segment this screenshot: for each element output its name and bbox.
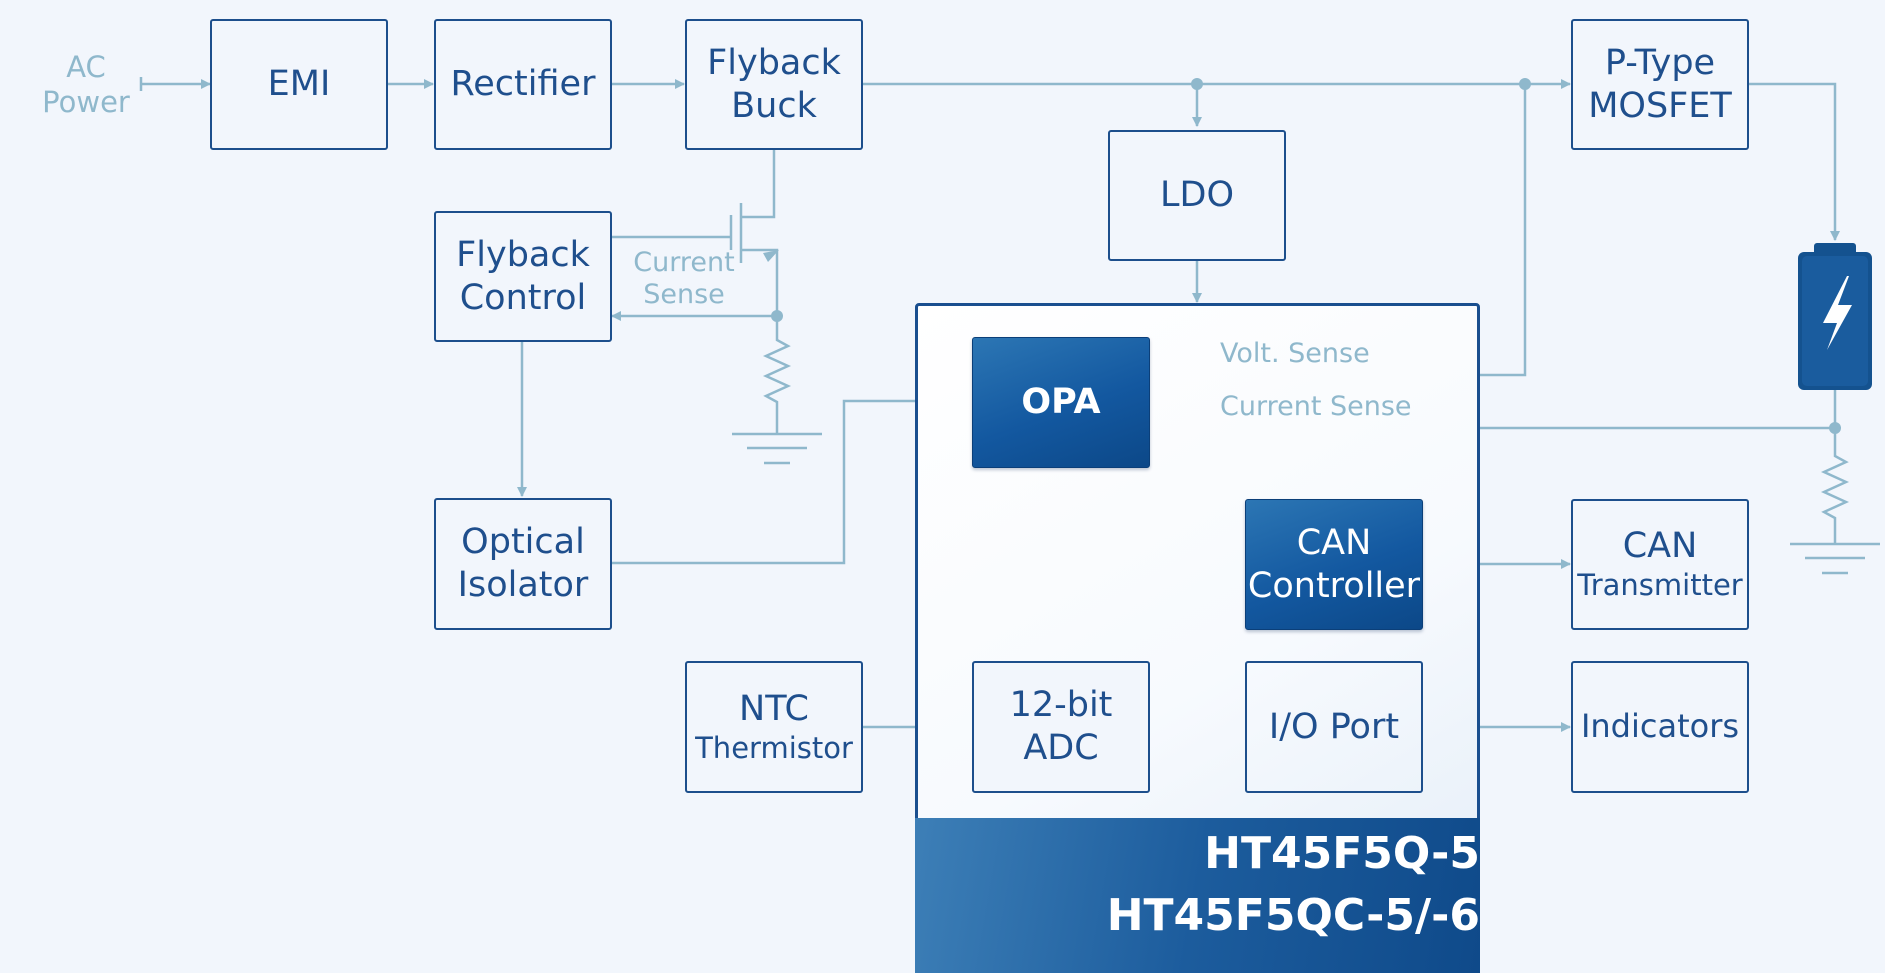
mosfet-source-arrow — [763, 250, 779, 262]
emi-label: EMI — [267, 64, 331, 105]
opa-block: OPA — [972, 337, 1150, 468]
io-port-block: I/O Port — [1245, 661, 1423, 793]
flyback-buck-block: Flyback Buck — [685, 19, 863, 150]
current-sense-battery-label: Current Sense — [1220, 391, 1412, 422]
mosfet-gate-line — [611, 215, 733, 250]
isolator-to-opa-line — [611, 396, 971, 565]
ldo-label: LDO — [1160, 175, 1234, 216]
chip-name-band — [915, 818, 1480, 973]
primary-sense-resistor — [762, 316, 792, 434]
volt-sense-label: Volt. Sense — [1220, 338, 1370, 369]
mosfet-source-line — [741, 248, 779, 316]
chip-name-secondary: HT45F5QC-5/-6 — [1106, 890, 1480, 941]
adc-block: 12-bit ADC — [972, 661, 1150, 793]
ac-power-label: AC Power — [42, 50, 130, 120]
battery-sense-junction — [1829, 422, 1841, 434]
rail-junction-volt-sense — [1519, 78, 1531, 90]
ldo-block: LDO — [1108, 130, 1286, 261]
primary-sense-junction — [771, 310, 783, 322]
can-transmitter-block: CAN Transmitter — [1571, 499, 1749, 630]
emi-block: EMI — [210, 19, 388, 150]
rail-junction-ldo — [1191, 78, 1203, 90]
chip-name-primary: HT45F5Q-5 — [1204, 828, 1480, 879]
opa-label: OPA — [1021, 382, 1101, 423]
primary-ground-symbol — [732, 432, 822, 465]
indicators-label: Indicators — [1580, 707, 1740, 746]
current-sense-primary-label: Current Sense — [633, 247, 735, 311]
indicators-block: Indicators — [1571, 661, 1749, 793]
optical-isolator-block: Optical Isolator — [434, 498, 612, 630]
can-controller-block: CAN Controller — [1245, 499, 1423, 630]
rectifier-block: Rectifier — [434, 19, 612, 150]
ntc-thermistor-block: NTC Thermistor — [685, 661, 863, 793]
mosfet-drain-line — [741, 150, 776, 219]
battery-shunt-resistor — [1820, 450, 1850, 544]
rectifier-label: Rectifier — [450, 64, 596, 105]
flyback-control-block: Flyback Control — [434, 211, 612, 342]
p-type-mosfet-block: P-Type MOSFET — [1571, 19, 1749, 150]
battery-ground-symbol — [1790, 542, 1880, 575]
io-port-label: I/O Port — [1268, 706, 1400, 747]
battery-charging-icon — [1798, 243, 1872, 390]
mosfet-to-battery-line — [1748, 82, 1840, 241]
